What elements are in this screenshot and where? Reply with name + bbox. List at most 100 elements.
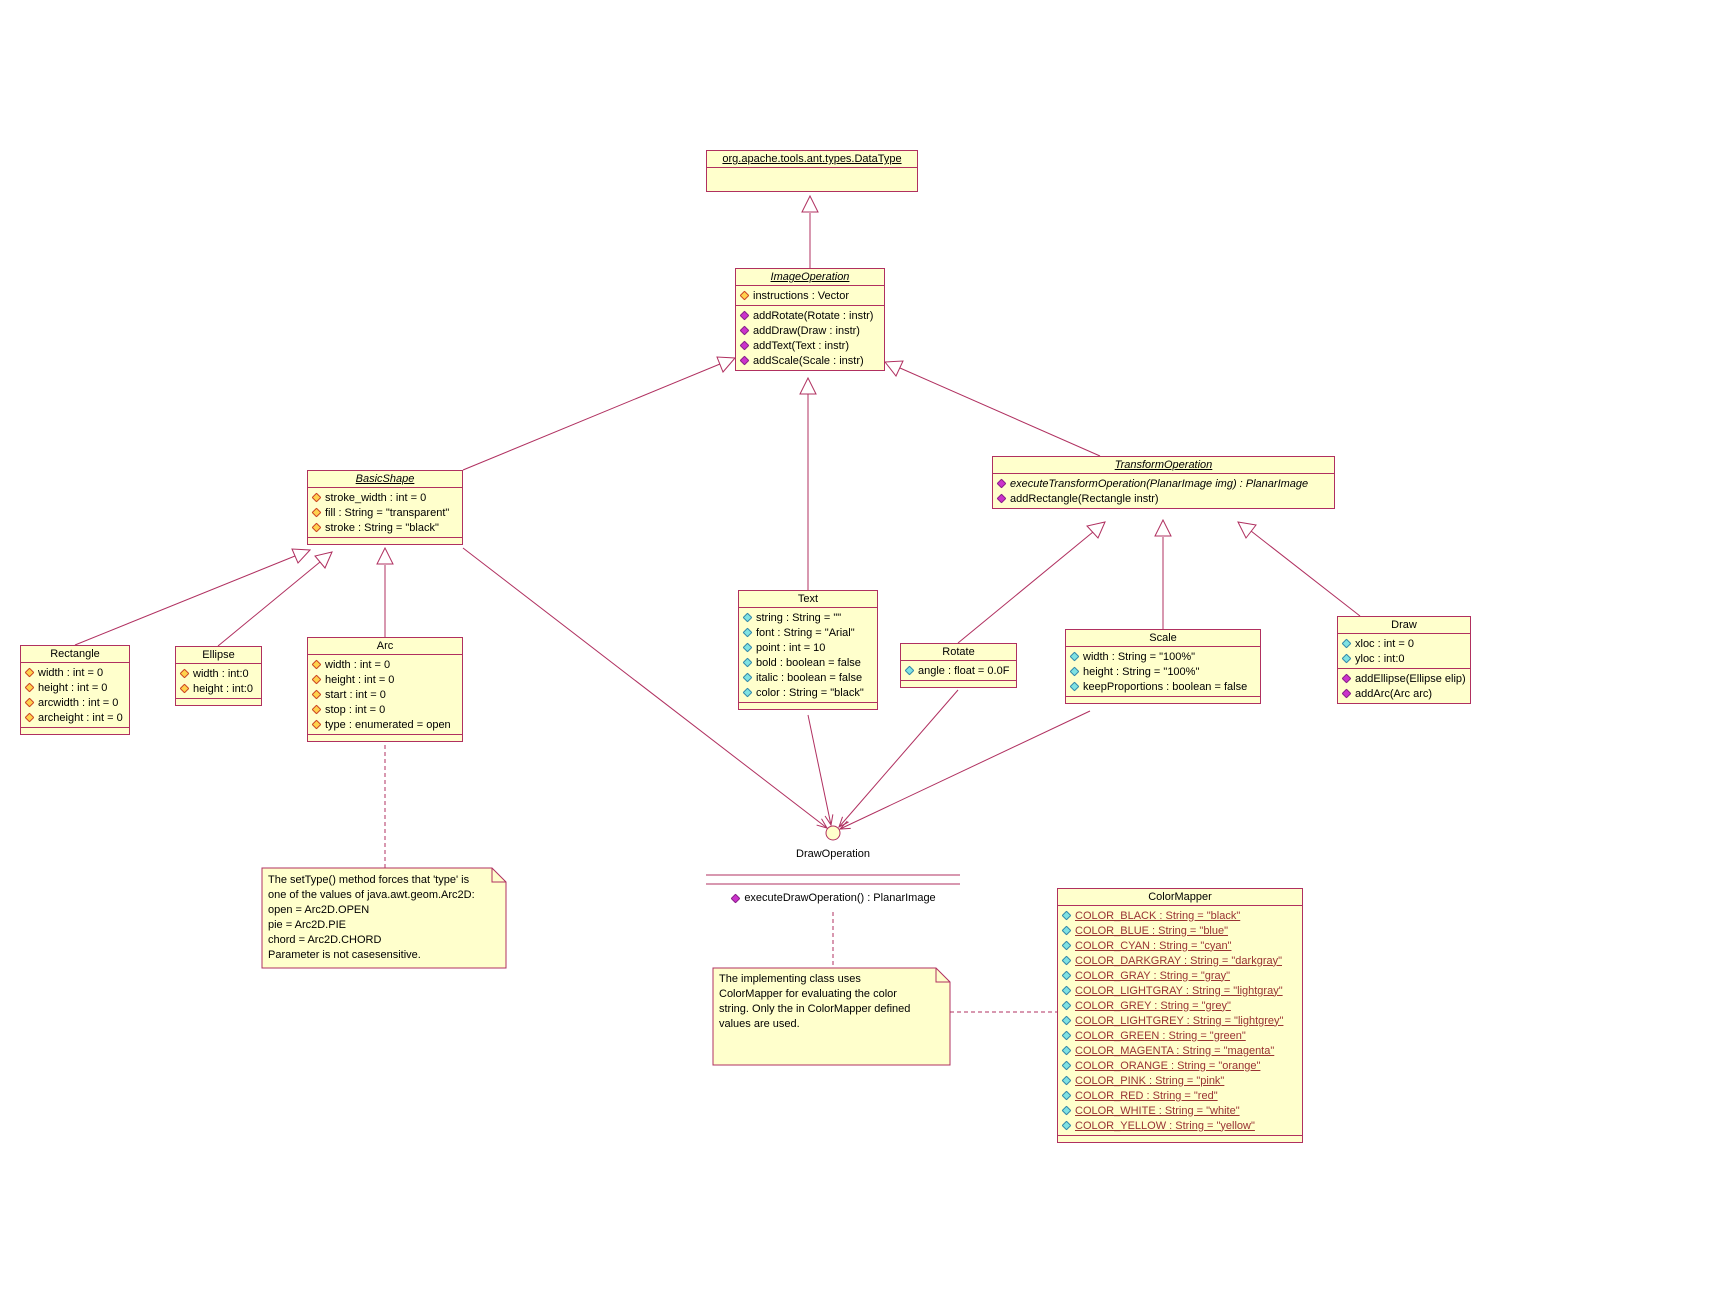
generalization-edges (74, 194, 1361, 647)
method-icon (739, 325, 750, 336)
note-line: ColorMapper for evaluating the color (719, 988, 897, 1000)
attribute-icon (1061, 1060, 1072, 1071)
member-text: archeight : int = 0 (38, 711, 123, 724)
class-datatype[interactable]: org.apache.tools.ant.types.DataType (706, 150, 918, 192)
member-text: width : int = 0 (38, 666, 104, 679)
note-line: values are used. (719, 1018, 800, 1030)
class-transform-operation[interactable]: TransformOperation executeTransformOperat… (992, 456, 1335, 509)
member-text: font : String = "Arial" (756, 626, 855, 639)
attribute-icon (1069, 681, 1080, 692)
method-row: addText(Text : instr) (736, 338, 884, 353)
edge-rotate-drawoperation (838, 689, 959, 829)
compartment (308, 537, 462, 544)
member-text: addText(Text : instr) (753, 339, 849, 352)
attribute-row: height : int = 0 (21, 680, 129, 695)
attribute-icon (24, 667, 35, 678)
member-text: COLOR_ORANGE : String = "orange" (1075, 1059, 1261, 1072)
class-title: Arc (376, 640, 394, 652)
attribute-icon (311, 659, 322, 670)
drawoperation-lollipop (706, 825, 960, 885)
attribute-row: italic : boolean = false (739, 670, 877, 685)
attribute-icon (311, 704, 322, 715)
member-text: color : String = "black" (756, 686, 864, 699)
member-text: addDraw(Draw : instr) (753, 324, 860, 337)
attribute-row: width : int = 0 (308, 657, 462, 672)
member-text: point : int = 10 (756, 641, 826, 654)
attribute-row: COLOR_CYAN : String = "cyan" (1058, 938, 1302, 953)
compartment (707, 167, 917, 191)
class-title: ColorMapper (1148, 891, 1212, 903)
interface-name: DrawOperation (796, 848, 870, 860)
compartment: addEllipse(Ellipse elip)addArc(Arc arc) (1338, 668, 1470, 703)
class-title: Scale (1149, 632, 1177, 644)
attribute-row: type : enumerated = open (308, 717, 462, 732)
member-text: COLOR_LIGHTGREY : String = "lightgrey" (1075, 1014, 1284, 1027)
interface-circle[interactable] (825, 825, 841, 841)
member-text: height : int:0 (193, 682, 253, 695)
method-row: addRectangle(Rectangle instr) (993, 491, 1334, 506)
member-text: instructions : Vector (753, 289, 849, 302)
attribute-icon (742, 627, 753, 638)
class-title: ImageOperation (770, 271, 850, 283)
attribute-icon (1061, 1015, 1072, 1026)
attribute-icon (1061, 1075, 1072, 1086)
attribute-row: COLOR_LIGHTGREY : String = "lightgrey" (1058, 1013, 1302, 1028)
member-text: arcwidth : int = 0 (38, 696, 119, 709)
member-text: width : String = "100%" (1083, 650, 1196, 663)
class-text[interactable]: Text string : String = ""font : String = … (738, 590, 878, 710)
compartment (1058, 1135, 1302, 1142)
member-text: COLOR_BLUE : String = "blue" (1075, 924, 1229, 937)
member-text: COLOR_RED : String = "red" (1075, 1089, 1218, 1102)
member-text: addRectangle(Rectangle instr) (1010, 492, 1159, 505)
attribute-row: stroke : String = "black" (308, 520, 462, 535)
attribute-icon (1069, 666, 1080, 677)
class-title: Draw (1391, 619, 1417, 631)
compartment (308, 734, 462, 741)
attribute-icon (1061, 1045, 1072, 1056)
attribute-row: keepProportions : boolean = false (1066, 679, 1260, 694)
note-arc-type: The setType() method forces that 'type' … (268, 873, 500, 963)
method-icon (996, 478, 1007, 489)
attribute-icon (1061, 940, 1072, 951)
class-title: Text (797, 593, 819, 605)
member-text: COLOR_DARKGRAY : String = "darkgray" (1075, 954, 1283, 967)
member-text: COLOR_GRAY : String = "gray" (1075, 969, 1231, 982)
attribute-icon (739, 290, 750, 301)
attribute-row: height : String = "100%" (1066, 664, 1260, 679)
method-row: executeTransformOperation(PlanarImage im… (993, 476, 1334, 491)
member-text: addEllipse(Ellipse elip) (1355, 672, 1466, 685)
edge-arc-basicshape (376, 546, 394, 637)
attribute-row: string : String = "" (739, 610, 877, 625)
class-title: Ellipse (202, 649, 235, 661)
attribute-row: COLOR_PINK : String = "pink" (1058, 1073, 1302, 1088)
attribute-row: COLOR_GREEN : String = "green" (1058, 1028, 1302, 1043)
compartment (176, 698, 261, 705)
attribute-icon (1061, 1000, 1072, 1011)
attribute-row: COLOR_RED : String = "red" (1058, 1088, 1302, 1103)
method-icon (1341, 688, 1352, 699)
member-text: angle : float = 0.0F (918, 664, 1010, 677)
attribute-row: COLOR_BLACK : String = "black" (1058, 908, 1302, 923)
attribute-row: point : int = 10 (739, 640, 877, 655)
attribute-icon (1061, 925, 1072, 936)
method-icon (739, 355, 750, 366)
member-text: COLOR_YELLOW : String = "yellow" (1075, 1119, 1255, 1132)
class-scale[interactable]: Scale width : String = "100%" height : Str… (1065, 629, 1261, 704)
attribute-icon (742, 612, 753, 623)
class-title: TransformOperation (1114, 459, 1213, 471)
member-text: height : String = "100%" (1083, 665, 1200, 678)
attribute-row: width : int = 0 (21, 665, 129, 680)
note-anchor-edges (384, 745, 1057, 1013)
member-text: height : int = 0 (325, 673, 395, 686)
